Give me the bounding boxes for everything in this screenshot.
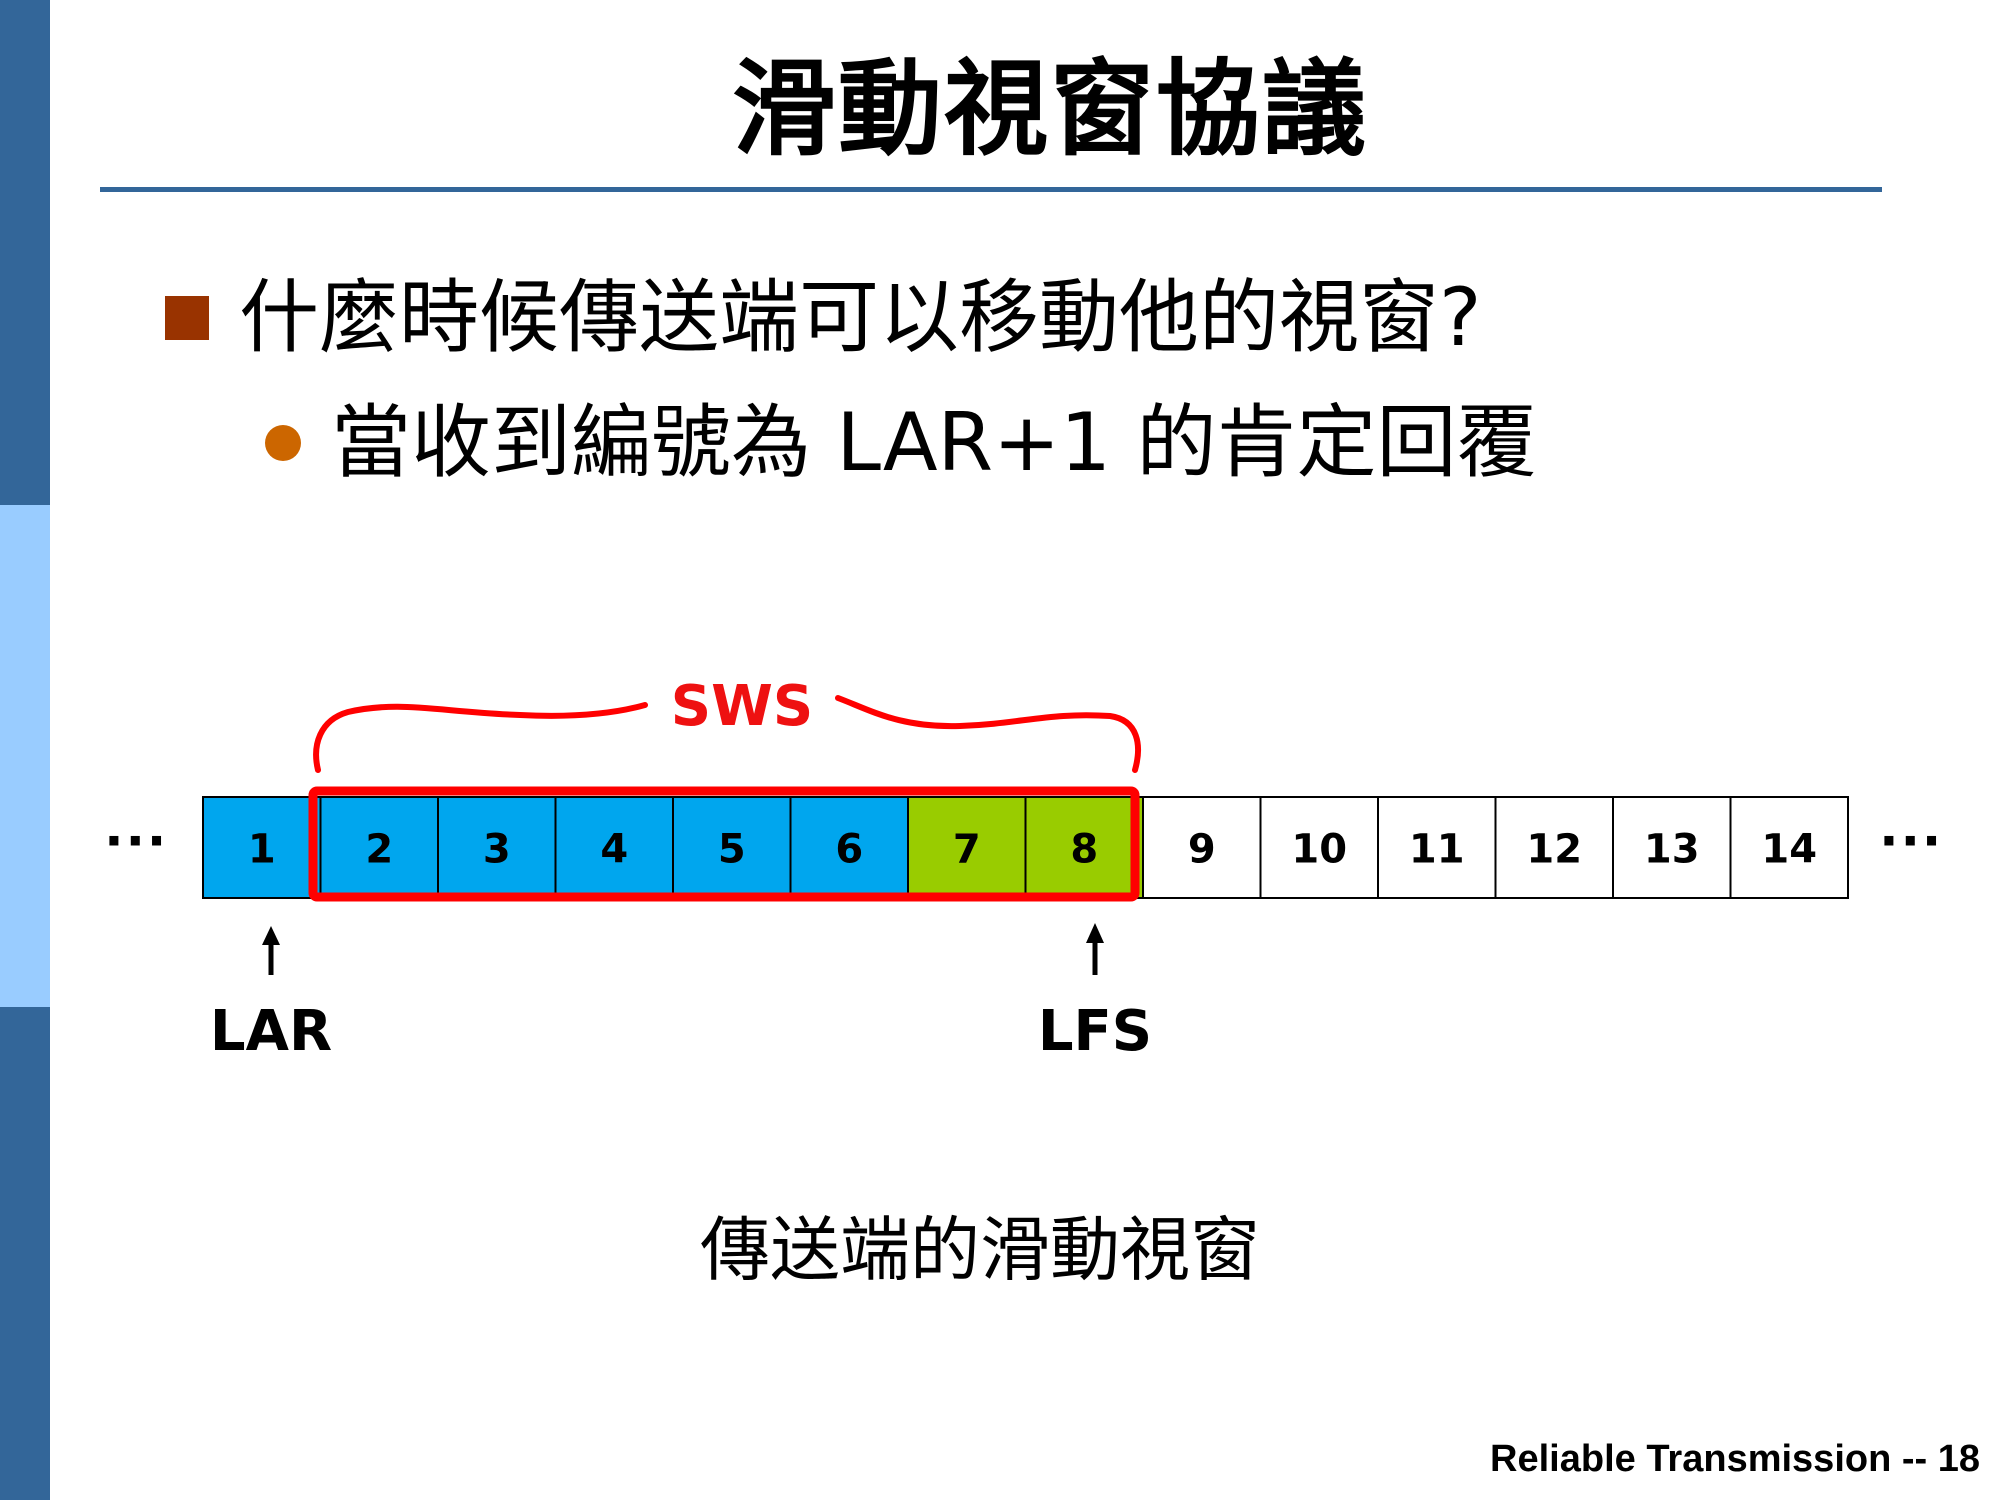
sws-brace: [835, 695, 1141, 773]
sequence-cell-box: [672, 796, 792, 899]
ellipsis-left: ···: [105, 804, 169, 876]
sequence-cell-box: [437, 796, 557, 899]
sequence-cell-box: [789, 796, 909, 899]
sws-brace: [313, 702, 648, 773]
lar-pointer: LAR: [210, 926, 332, 1064]
sequence-cell-box: [907, 796, 1027, 899]
sequence-cell-box: [1142, 796, 1262, 899]
sequence-cell-label: 6: [835, 827, 863, 873]
lar-label: LAR: [210, 999, 332, 1064]
sequence-cell-label: 4: [600, 827, 628, 873]
sequence-cell-box: [554, 796, 674, 899]
sequence-cell-label: 11: [1409, 827, 1465, 873]
sequence-cell-label: 10: [1291, 827, 1347, 873]
bullet-level-2-text: 當收到編號為 LAR+1 的肯定回覆: [331, 396, 1537, 489]
lar-arrow-icon: [262, 926, 280, 945]
slide-title: 滑動視窗協議: [731, 48, 1368, 170]
sequence-cell-box: [1494, 796, 1614, 899]
ellipsis-right: ···: [1880, 804, 1944, 876]
bullet-level-2: 當收到編號為 LAR+1 的肯定回覆: [265, 395, 1537, 491]
sequence-cell-box: [1729, 796, 1849, 899]
sequence-cell-label: 12: [1526, 827, 1582, 873]
title-divider: [100, 187, 1882, 192]
sequence-cell-label: 7: [953, 827, 981, 873]
lfs-label: LFS: [1038, 999, 1152, 1064]
sequence-cell-label: 9: [1188, 827, 1216, 873]
sidebar-top-band: [0, 0, 50, 505]
sequence-cell-label: 5: [718, 827, 746, 873]
sequence-cell-label: 8: [1070, 827, 1098, 873]
bullet-level-1: 什麼時候傳送端可以移動他的視窗?: [165, 270, 1481, 366]
sequence-cell-label: 14: [1761, 827, 1817, 873]
sequence-cell-box: [1377, 796, 1497, 899]
sending-window-outline: [308, 786, 1140, 902]
sws-label: SWS: [671, 674, 813, 739]
sidebar-middle-band: [0, 505, 50, 1007]
lfs-pointer: LFS: [1038, 923, 1152, 1064]
sequence-cell-label: 3: [483, 827, 511, 873]
slide-footer: Reliable Transmission -- 18: [1490, 1438, 1980, 1480]
sequence-cell-label: 1: [248, 827, 276, 873]
sequence-cell-label: 13: [1644, 827, 1700, 873]
sequence-cell-label: 2: [365, 827, 393, 873]
sequence-cell-box: [1612, 796, 1732, 899]
diagram-caption: 傳送端的滑動視窗: [700, 1209, 1260, 1291]
dot-bullet-icon: [265, 425, 301, 461]
lfs-arrow-icon: [1086, 923, 1104, 943]
bullet-level-1-text: 什麼時候傳送端可以移動他的視窗?: [239, 271, 1482, 364]
square-bullet-icon: [165, 296, 209, 340]
sequence-cell-box: [1024, 796, 1144, 899]
sequence-cell-box: [319, 796, 439, 899]
sequence-cell-box: [202, 796, 322, 899]
sidebar-bottom-band: [0, 1007, 50, 1500]
sequence-cell-box: [1259, 796, 1379, 899]
